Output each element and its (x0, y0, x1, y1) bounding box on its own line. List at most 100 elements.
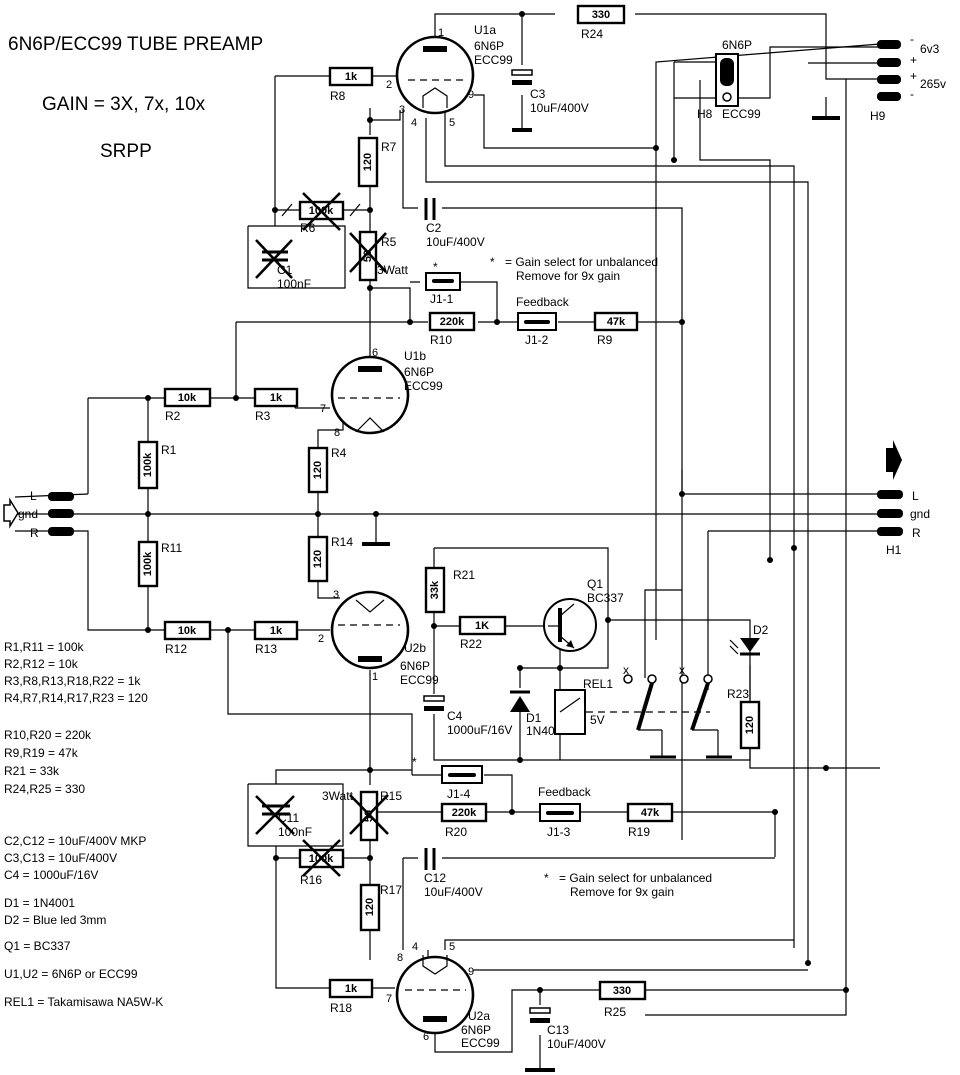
svg-text:ECC99: ECC99 (404, 379, 443, 393)
resistor-r22: 1K R22 (458, 615, 507, 651)
svg-text:D2: D2 (753, 623, 769, 637)
svg-text:x: x (679, 663, 685, 677)
svg-text:1K: 1K (475, 620, 489, 632)
resistor-r18: 1k R18 (328, 978, 374, 1015)
schematic-title: 6N6P/ECC99 TUBE PREAMP (8, 34, 263, 55)
svg-text:REL1: REL1 (583, 677, 613, 691)
resistor-r13: 1k R13 (253, 620, 299, 656)
svg-text:R15: R15 (380, 789, 402, 803)
svg-text:R18: R18 (330, 1001, 352, 1015)
svg-text:120: 120 (744, 716, 756, 734)
jumper-j1-1: J1-1 * (425, 260, 461, 306)
svg-text:Q1 = BC337: Q1 = BC337 (4, 939, 71, 953)
svg-text:R24,R25 = 330: R24,R25 = 330 (4, 782, 85, 796)
resistor-r5: 50 R5 (349, 230, 397, 282)
resistor-r21: 33k R21 (424, 566, 475, 614)
svg-text:R25: R25 (604, 1005, 626, 1019)
transistor-q1: Q1 BC337 (543, 577, 624, 652)
svg-text:10uF/400V: 10uF/400V (426, 235, 485, 249)
svg-text:J1-3: J1-3 (547, 825, 571, 839)
resistor-r14: 120 R14 (307, 535, 353, 583)
svg-text:C12: C12 (424, 871, 446, 885)
svg-text:BC337: BC337 (587, 591, 624, 605)
svg-text:R24: R24 (581, 27, 603, 41)
svg-text:4: 4 (411, 117, 417, 129)
svg-text:Remove for 9x gain: Remove for 9x gain (570, 885, 674, 899)
svg-text:3: 3 (399, 104, 405, 116)
header-h9: - 6v3 + + 265v - H9 (870, 32, 946, 123)
svg-text:U1,U2 = 6N6P or ECC99: U1,U2 = 6N6P or ECC99 (4, 967, 138, 981)
svg-text:5: 5 (449, 117, 455, 129)
tube-u1a: U1a 6N6P ECC99 1 2 3 4 5 9 (386, 23, 513, 129)
svg-text:H8: H8 (697, 107, 713, 121)
gain-label: GAIN = 3X, 7x, 10x (42, 94, 206, 115)
svg-text:R17: R17 (380, 883, 402, 897)
capacitor-c13: C13 10uF/400V (529, 1007, 606, 1051)
svg-text:R10,R20 = 220k: R10,R20 = 220k (4, 728, 92, 742)
svg-text:= Gain select for unbalanced: = Gain select for unbalanced (505, 255, 658, 269)
svg-text:9: 9 (468, 966, 474, 978)
svg-text:1: 1 (438, 27, 444, 39)
svg-text:R21 = 33k: R21 = 33k (4, 764, 60, 778)
svg-text:6N6P: 6N6P (461, 1023, 491, 1037)
resistor-r10: 220k R10 (428, 311, 476, 347)
svg-text:R3: R3 (255, 409, 271, 423)
svg-text:U2b: U2b (404, 641, 426, 655)
resistor-r4: 120 R4 (307, 446, 347, 494)
gain-note-bottom: * = Gain select for unbalanced Remove fo… (544, 871, 712, 899)
svg-text:330: 330 (613, 985, 631, 997)
svg-text:R10: R10 (430, 333, 452, 347)
svg-text:3: 3 (333, 589, 339, 601)
svg-text:L: L (912, 489, 919, 503)
capacitor-c2: C2 10uF/400V (424, 198, 485, 249)
svg-text:R2,R12 = 10k: R2,R12 = 10k (4, 657, 79, 671)
svg-text:R7: R7 (381, 140, 397, 154)
svg-text:10k: 10k (178, 625, 197, 637)
svg-text:R9: R9 (597, 333, 613, 347)
svg-text:4: 4 (412, 941, 418, 953)
capacitor-c1: C1 100nF (255, 239, 311, 291)
svg-text:220k: 220k (452, 807, 477, 819)
svg-text:8: 8 (397, 952, 403, 964)
svg-text:L: L (30, 489, 37, 503)
gain-note-top: * = Gain select for unbalanced Remove fo… (490, 255, 658, 283)
svg-text:1000uF/16V: 1000uF/16V (447, 723, 512, 737)
svg-text:C3,C13 = 10uF/400V: C3,C13 = 10uF/400V (4, 851, 117, 865)
svg-text:10k: 10k (178, 392, 197, 404)
svg-text:7: 7 (320, 403, 326, 415)
resistor-r6: 100k R6 (281, 192, 361, 235)
svg-text:10uF/400V: 10uF/400V (530, 101, 589, 115)
svg-text:330: 330 (592, 9, 610, 21)
svg-text:C4 = 1000uF/16V: C4 = 1000uF/16V (4, 868, 98, 882)
svg-text:R4: R4 (331, 446, 347, 460)
resistor-r25: 330 R25 (598, 980, 647, 1019)
svg-text:C2: C2 (426, 221, 442, 235)
svg-text:C11: C11 (278, 811, 299, 825)
svg-text:Q1: Q1 (587, 577, 603, 591)
svg-text:R: R (912, 526, 921, 540)
capacitor-c12: C12 10uF/400V (424, 848, 483, 899)
svg-text:*: * (544, 871, 549, 885)
svg-text:C2,C12 = 10uF/400V MKP: C2,C12 = 10uF/400V MKP (4, 834, 146, 848)
svg-text:120: 120 (312, 461, 324, 479)
relay-rel1: REL1 5V x x (554, 663, 732, 759)
svg-text:-: - (910, 87, 914, 101)
svg-text:Remove for 9x gain: Remove for 9x gain (516, 269, 620, 283)
ground-symbols (362, 116, 840, 1072)
svg-text:C1: C1 (277, 263, 293, 277)
svg-text:220k: 220k (440, 316, 465, 328)
svg-text:R21: R21 (453, 568, 475, 582)
svg-text:100nF: 100nF (277, 277, 311, 291)
tube-u2b: U2b 6N6P ECC99 3 2 1 (318, 589, 439, 687)
svg-text:1k: 1k (345, 71, 358, 83)
svg-text:6v3: 6v3 (920, 42, 940, 56)
capacitor-c4: C4 1000uF/16V (423, 695, 512, 737)
svg-text:REL1 = Takamisawa NA5W-K: REL1 = Takamisawa NA5W-K (4, 995, 163, 1009)
svg-text:Feedback: Feedback (538, 785, 592, 799)
svg-text:9: 9 (468, 89, 474, 101)
svg-text:ECC99: ECC99 (474, 53, 513, 67)
svg-text:ECC99: ECC99 (461, 1036, 500, 1050)
resistor-r19: 47k R19 (626, 802, 674, 839)
resistor-r2: 10k R2 (163, 387, 212, 423)
svg-text:2: 2 (386, 79, 392, 91)
